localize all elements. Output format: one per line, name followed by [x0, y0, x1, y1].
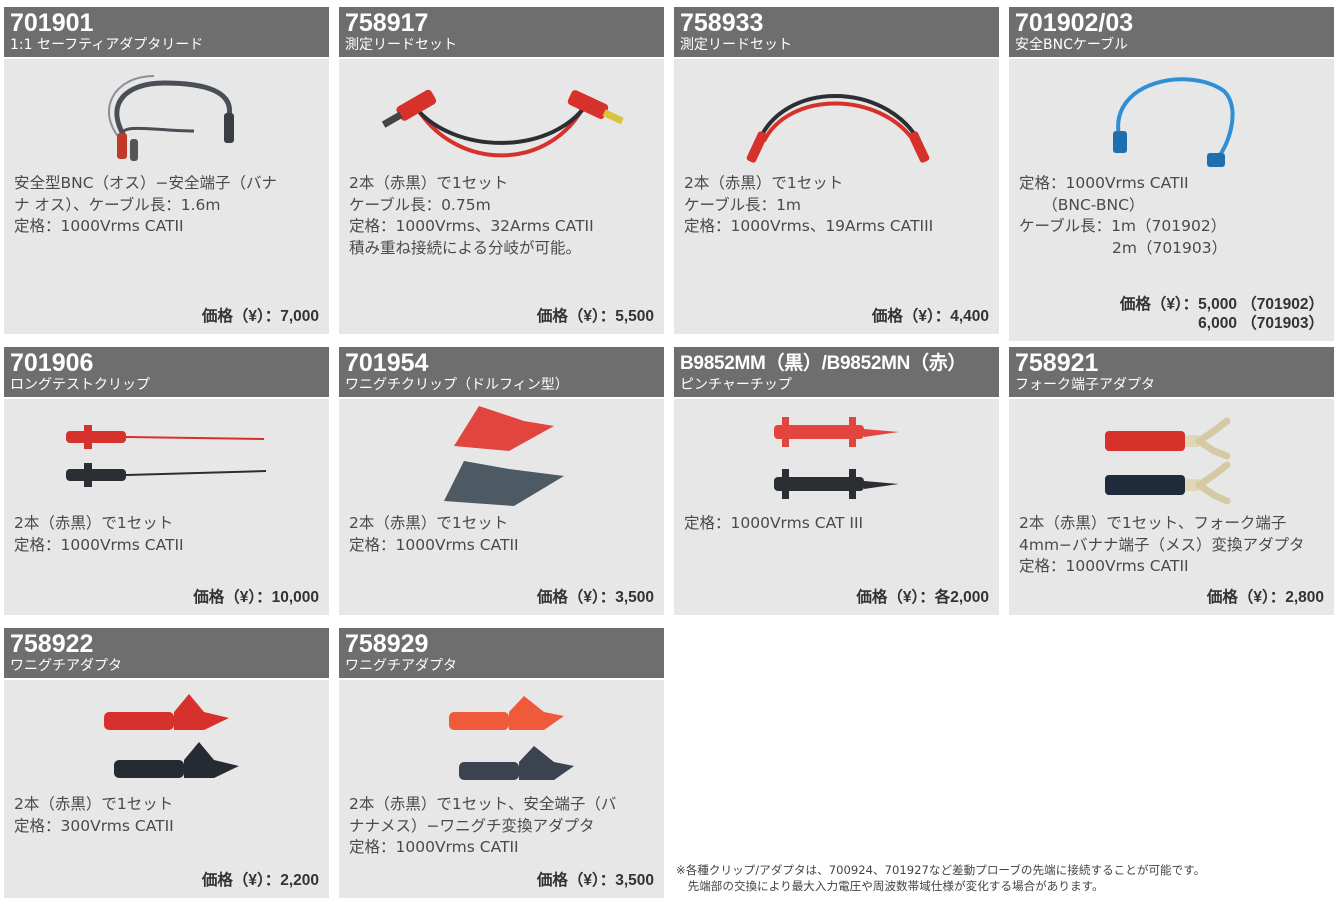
card-header: 701902/03 安全BNCケーブル: [1009, 7, 1334, 59]
product-name: ワニグチアダプタ: [345, 658, 457, 674]
product-name: ロングテストクリップ: [10, 377, 150, 393]
product-name: 測定リードセット: [680, 37, 792, 53]
product-card-701906: 701906 ロングテストクリップ 2本（赤黒）で1セット定格：1000Vrms…: [4, 347, 329, 615]
product-id: 758921: [1015, 349, 1099, 377]
product-description: 2本（赤黒）で1セット定格：1000Vrms CATII: [349, 514, 519, 554]
pincher-tip-image: [774, 417, 899, 499]
product-card-758922: 758922 ワニグチアダプタ 2本（赤黒）で1セット定格：300Vrms CA…: [4, 628, 329, 898]
measurement-lead-set-image: [381, 89, 624, 158]
product-price: 価格（¥）：3,500: [536, 589, 654, 606]
product-price: 価格（¥）：2,800: [1206, 589, 1324, 606]
card-header: 701906 ロングテストクリップ: [4, 347, 329, 399]
alligator-clip-dolphin-image: [444, 406, 564, 506]
product-id: 758922: [10, 630, 94, 658]
footnote: ※各種クリップ/アダプタは、700924、701927など差動プローブの先端に接…: [676, 863, 1206, 893]
product-name: 安全BNCケーブル: [1015, 37, 1129, 53]
product-description: 定格：1000Vrms CATII （BNC-BNC）ケーブル長：1m（7019…: [1019, 174, 1228, 257]
card-header: 758929 ワニグチアダプタ: [339, 628, 664, 680]
product-id: 701954: [345, 349, 429, 377]
product-description: 定格：1000Vrms CAT III: [684, 514, 864, 532]
product-card-701902-03: 701902/03 安全BNCケーブル 定格：1000Vrms CATII （B…: [1009, 7, 1334, 341]
product-card-701954: 701954 ワニグチクリップ（ドルフィン型） 2本（赤黒）で1セット定格：10…: [339, 347, 664, 615]
product-id: B9852MM（黒）/B9852MN（赤）: [680, 353, 967, 374]
long-test-clip-image: [66, 425, 267, 487]
product-description: 2本（赤黒）で1セット定格：300Vrms CATII: [14, 795, 174, 835]
card-header: 758921 フォーク端子アダプタ: [1009, 347, 1334, 399]
measurement-lead-set-image: [746, 94, 930, 163]
product-id: 701906: [10, 349, 94, 377]
product-description: 2本（赤黒）で1セット定格：1000Vrms CATII: [14, 514, 184, 554]
fork-terminal-adapter-image: [1105, 417, 1231, 505]
product-description: 2本（赤黒）で1セット、安全端子（バナナメス）−ワニグチ変換アダプタ定格：100…: [349, 795, 617, 856]
product-id: 758929: [345, 630, 429, 658]
product-price: 価格（¥）：2,200: [201, 872, 319, 889]
alligator-adapter-image: [104, 694, 239, 778]
card-header: 758933 測定リードセット: [674, 7, 999, 59]
product-price: 価格（¥）：5,500: [536, 308, 654, 325]
product-id: 758933: [680, 9, 764, 37]
product-name: ワニグチアダプタ: [10, 658, 122, 674]
alligator-adapter-image: [449, 696, 574, 780]
product-price: 価格（¥）：7,000: [201, 308, 319, 325]
safety-adapter-lead-image: [107, 75, 234, 161]
product-id: 701901: [10, 9, 94, 37]
product-name: ピンチャーチップ: [680, 377, 792, 393]
product-name: ワニグチクリップ（ドルフィン型）: [345, 377, 569, 393]
product-name: フォーク端子アダプタ: [1015, 377, 1155, 393]
product-card-701901: 701901 1:1 セーフティアダプタリード 安全型BNC（オス）−安全端子（…: [4, 7, 329, 334]
safety-bnc-cable-image: [1113, 77, 1235, 167]
product-price: 価格（¥）：4,400: [871, 308, 989, 325]
product-price: 価格（¥）：10,000: [193, 589, 319, 606]
card-header: 701954 ワニグチクリップ（ドルフィン型）: [339, 347, 664, 399]
product-card-b9852: B9852MM（黒）/B9852MN（赤） ピンチャーチップ 定格：1000Vr…: [674, 347, 999, 615]
product-price: 価格（¥）：各2,000: [856, 589, 989, 606]
card-header: B9852MM（黒）/B9852MN（赤） ピンチャーチップ: [674, 347, 999, 399]
product-name: 測定リードセット: [345, 37, 457, 53]
card-header: 758917 測定リードセット: [339, 7, 664, 59]
product-name: 1:1 セーフティアダプタリード: [10, 37, 204, 53]
product-price: 価格（¥）：5,000 （701902）6,000 （701903）: [1119, 296, 1324, 332]
card-header: 701901 1:1 セーフティアダプタリード: [4, 7, 329, 59]
card-header: 758922 ワニグチアダプタ: [4, 628, 329, 680]
product-id: 701902/03: [1015, 9, 1134, 37]
product-id: 758917: [345, 9, 429, 37]
product-card-758929: 758929 ワニグチアダプタ 2本（赤黒）で1セット、安全端子（バナナメス）−…: [339, 628, 664, 898]
product-price: 価格（¥）：3,500: [536, 872, 654, 889]
